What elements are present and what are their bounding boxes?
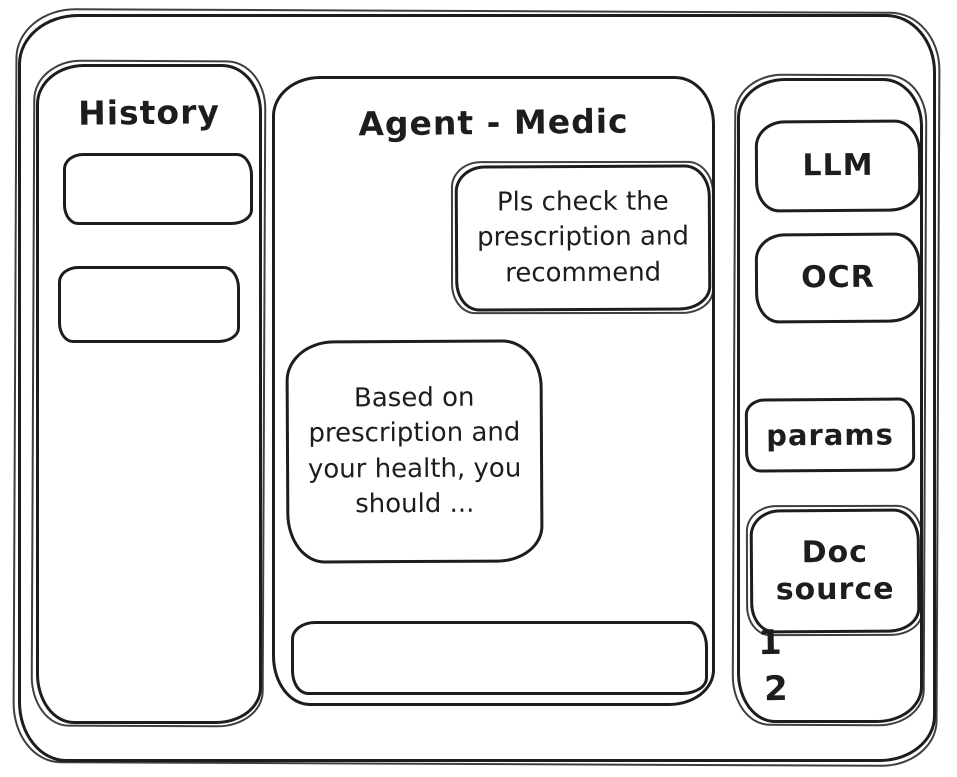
doc-source-item-1[interactable]: 1 — [757, 622, 783, 664]
doc-source-button[interactable]: Doc source — [749, 508, 921, 634]
chat-input[interactable] — [291, 621, 708, 695]
tools-panel: LLM OCR params Doc source 1 2 — [737, 78, 923, 723]
assistant-message-bubble: Based on prescription and your health, y… — [285, 339, 544, 564]
history-item[interactable] — [58, 266, 240, 343]
doc-source-item-2[interactable]: 2 — [763, 668, 789, 710]
history-item[interactable] — [63, 153, 253, 225]
chat-panel: Agent - Medic Pls check the prescription… — [272, 76, 715, 706]
history-panel: History — [36, 64, 262, 724]
params-button[interactable]: params — [744, 397, 916, 473]
user-message-bubble: Pls check the prescription and recommend — [454, 164, 712, 312]
history-title: History — [77, 92, 221, 133]
ocr-button[interactable]: OCR — [754, 232, 922, 324]
llm-button[interactable]: LLM — [754, 119, 922, 213]
chat-title: Agent - Medic — [358, 101, 629, 144]
